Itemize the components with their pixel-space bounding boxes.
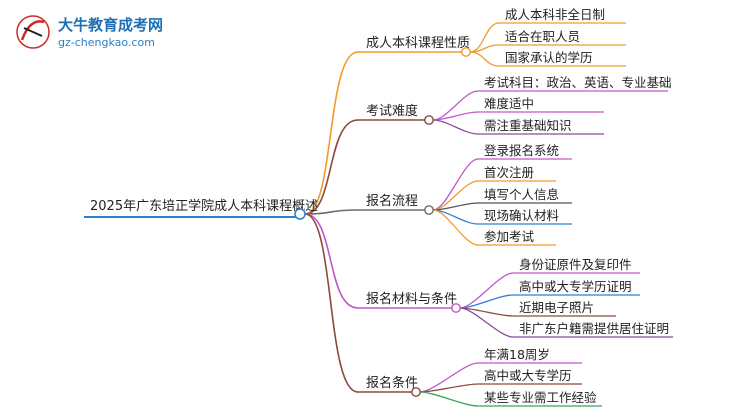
branch-handle[interactable]: [411, 387, 421, 397]
logo-mark-icon: [16, 15, 50, 49]
connector-lines: [304, 22, 514, 407]
branch-connector: [304, 119, 359, 215]
leaf-label[interactable]: 非广东户籍需提供居住证明: [519, 321, 669, 336]
leaf-label[interactable]: 近期电子照片: [519, 300, 594, 315]
site-logo[interactable]: 大牛教育成考网 gz-chengkao.com: [16, 15, 163, 49]
leaf-label[interactable]: 某些专业需工作经验: [484, 390, 597, 405]
leaf-label[interactable]: 国家承认的学历: [505, 50, 593, 65]
leaf-connector: [432, 111, 479, 121]
branch-handle[interactable]: [461, 47, 471, 57]
logo-site-name: 大牛教育成考网: [58, 16, 163, 34]
leaf-label[interactable]: 登录报名系统: [484, 143, 559, 158]
root-node[interactable]: 2025年广东培正学院成人本科课程概述: [84, 198, 318, 220]
branch-handle[interactable]: [451, 303, 461, 313]
leaf-label[interactable]: 难度适中: [484, 96, 534, 111]
leaf-connector: [459, 307, 514, 317]
root-handle: [294, 208, 306, 220]
logo-site-url: gz-chengkao.com: [58, 36, 155, 49]
branch-label[interactable]: 考试难度: [366, 103, 418, 119]
leaf-label[interactable]: 考试科目：政治、英语、专业基础: [484, 75, 672, 90]
leaf-label[interactable]: 参加考试: [484, 229, 535, 244]
leaf-label[interactable]: 年满18周岁: [484, 347, 550, 362]
leaf-label[interactable]: 成人本科非全日制: [505, 7, 605, 22]
leaf-connector: [432, 209, 479, 246]
leaf-connector: [419, 383, 479, 393]
leaf-connector: [469, 22, 500, 53]
leaf-label[interactable]: 填写个人信息: [484, 187, 559, 202]
leaf-connector: [419, 391, 479, 407]
branch-label[interactable]: 报名流程: [366, 193, 418, 209]
branch-connector: [304, 213, 359, 393]
leaf-connector: [432, 119, 479, 135]
branch-handle[interactable]: [424, 205, 434, 215]
leaf-label[interactable]: 首次注册: [484, 165, 534, 180]
branch-label[interactable]: 报名条件: [366, 375, 418, 391]
root-label: 2025年广东培正学院成人本科课程概述: [90, 198, 318, 214]
leaf-label[interactable]: 身份证原件及复印件: [519, 257, 632, 272]
leaf-label[interactable]: 需注重基础知识: [484, 118, 572, 133]
branch-label[interactable]: 报名材料与条件: [366, 291, 457, 307]
branch-handle[interactable]: [424, 115, 434, 125]
branch-connector: [304, 209, 359, 215]
leaf-connector: [459, 272, 514, 309]
leaf-connector: [459, 307, 514, 338]
branch-connector: [304, 213, 359, 309]
leaf-label[interactable]: 现场确认材料: [484, 208, 560, 223]
leaf-connector: [432, 158, 479, 211]
leaf-label[interactable]: 高中或大专学历: [484, 368, 572, 383]
leaf-label[interactable]: 适合在职人员: [505, 29, 580, 44]
leaf-connector: [469, 51, 500, 67]
branch-connector: [304, 51, 359, 215]
leaf-label[interactable]: 高中或大专学历证明: [519, 279, 632, 294]
branch-label[interactable]: 成人本科课程性质: [366, 36, 470, 51]
